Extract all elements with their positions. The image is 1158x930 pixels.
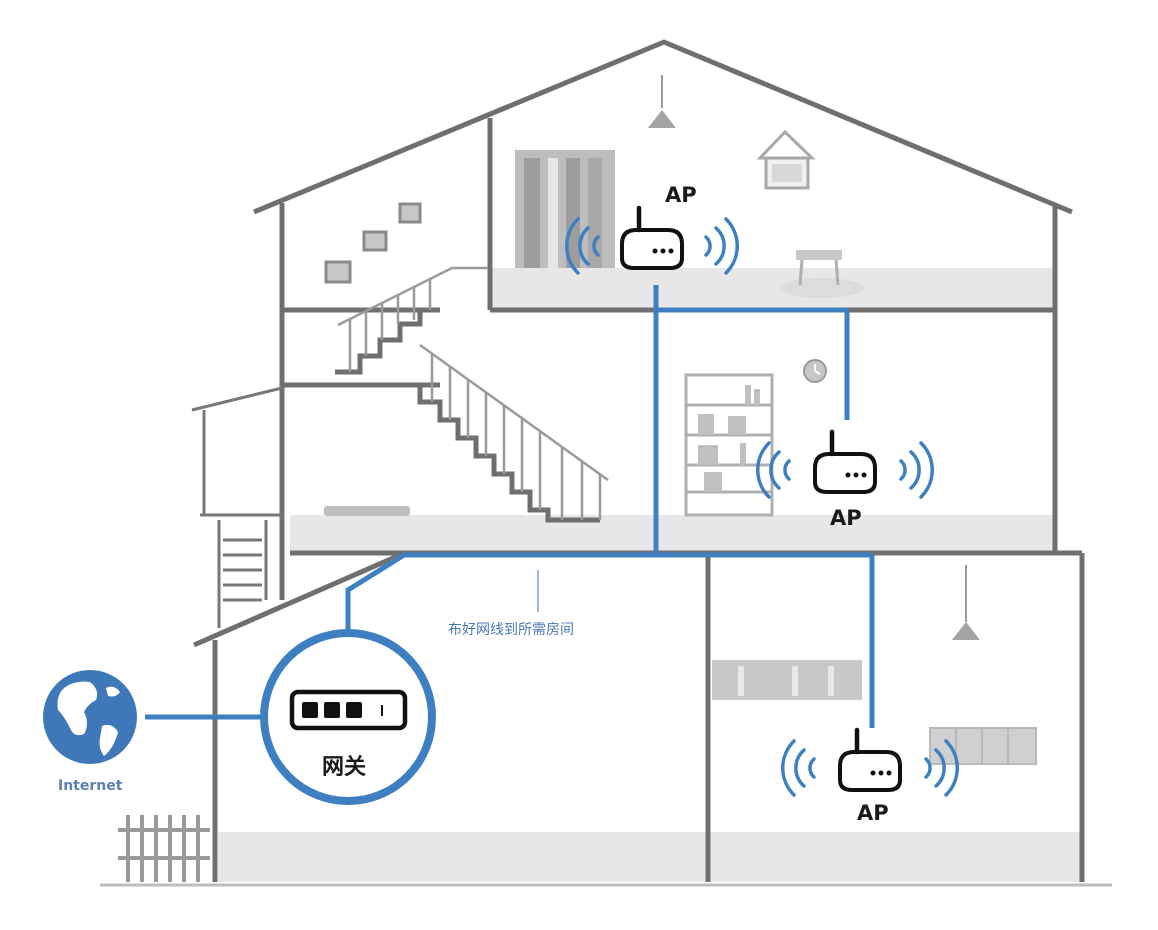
internet-label: Internet bbox=[58, 778, 123, 794]
roof-line bbox=[253, 39, 1073, 215]
globe-icon bbox=[43, 670, 137, 764]
ap-bottom-label: AP bbox=[857, 801, 889, 825]
ethernet-cables bbox=[145, 285, 875, 728]
cable-note: 布好网线到所需房间 bbox=[448, 622, 574, 638]
gateway-node: 网关 bbox=[260, 629, 436, 805]
floor-band-top bbox=[492, 268, 1055, 310]
wifi-signal-icon bbox=[780, 739, 816, 797]
router-icon bbox=[840, 730, 900, 790]
ceiling-lamp-top bbox=[648, 75, 676, 128]
bench bbox=[324, 506, 410, 516]
wall-frames bbox=[324, 202, 422, 284]
wall-clock bbox=[803, 359, 827, 383]
cable-trunk bbox=[345, 552, 872, 667]
ceiling-lamp-kitchen bbox=[952, 565, 980, 640]
wardrobe bbox=[515, 150, 615, 268]
router-icon bbox=[815, 432, 875, 492]
wifi-signal-icon bbox=[899, 441, 935, 499]
gateway-switch-icon bbox=[289, 689, 408, 731]
house-structure bbox=[100, 39, 1112, 887]
access-point-middle bbox=[755, 432, 935, 499]
wall-picture bbox=[756, 129, 816, 190]
gateway-label: 网关 bbox=[322, 755, 366, 780]
bookshelf bbox=[684, 373, 774, 517]
kitchen-cabinets bbox=[712, 660, 862, 700]
wifi-signal-icon bbox=[704, 217, 740, 275]
kitchen-window bbox=[929, 727, 1037, 765]
stairs-upper bbox=[335, 310, 423, 375]
ap-top-label: AP bbox=[665, 183, 697, 207]
side-table bbox=[780, 250, 864, 298]
floor-band-ground bbox=[218, 832, 1082, 882]
router-icon bbox=[622, 208, 682, 268]
floor-band-middle bbox=[290, 515, 1055, 553]
ap-middle-label: AP bbox=[830, 506, 862, 530]
stairs-lower bbox=[380, 382, 600, 523]
fence bbox=[118, 815, 210, 882]
